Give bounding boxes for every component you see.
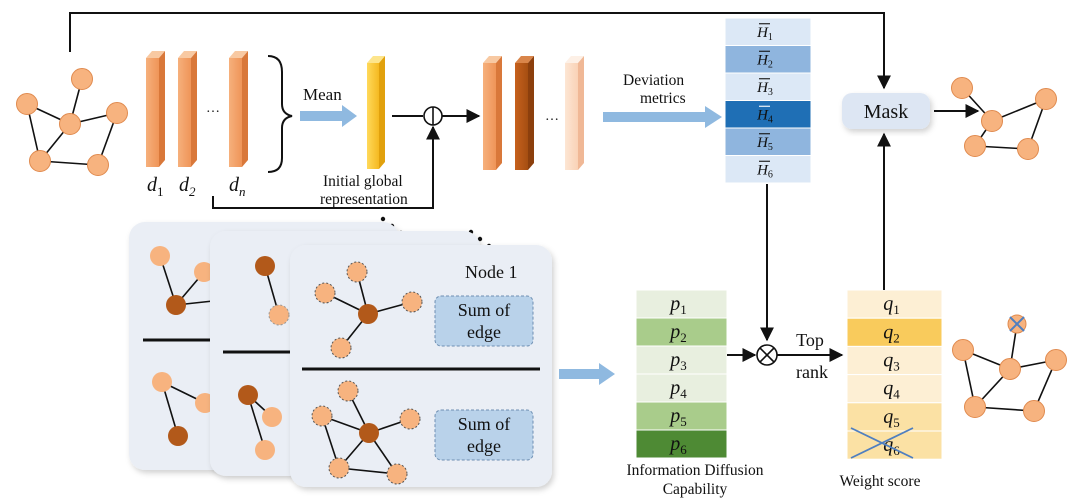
qcol-label-1: q1 bbox=[883, 293, 900, 317]
hcol-label-3: H3 bbox=[756, 80, 773, 98]
cards-to-p-arrow bbox=[559, 363, 615, 385]
label-dn: dn bbox=[229, 174, 246, 199]
sum-of-edge-box-2 bbox=[434, 409, 534, 461]
qcol-cell-2 bbox=[846, 317, 943, 347]
info-diffusion-label-2: Capability bbox=[663, 481, 728, 498]
q-column: q1q2q3q4q5q6 bbox=[846, 289, 943, 460]
top-label: Top bbox=[796, 330, 824, 350]
hcol-label-5: H5 bbox=[756, 135, 773, 153]
hcol-cell-3 bbox=[724, 72, 812, 101]
pcol-label-2: p2 bbox=[668, 321, 687, 345]
qcol-cell-6 bbox=[846, 430, 943, 460]
global-representation-bar bbox=[367, 56, 385, 169]
product-operator bbox=[756, 344, 778, 366]
pcol-label-1: p1 bbox=[668, 293, 687, 317]
qcol-cell-4 bbox=[846, 374, 943, 404]
pcol-cell-4 bbox=[635, 373, 728, 403]
bar-d1 bbox=[146, 51, 165, 167]
mean-label: Mean bbox=[303, 85, 342, 104]
output-graph bbox=[951, 77, 1057, 160]
hcol-cell-6 bbox=[724, 155, 812, 184]
rank-label: rank bbox=[796, 362, 828, 382]
qcol-cell-3 bbox=[846, 345, 943, 376]
edge-label-1: edge bbox=[467, 322, 501, 342]
hcol-label-4: H4 bbox=[756, 107, 773, 125]
hcol-cell-1 bbox=[724, 17, 812, 46]
node1-neighborhood-graph bbox=[311, 380, 421, 485]
pcol-label-6: p6 bbox=[668, 433, 687, 457]
deviation-label-1: Deviation bbox=[623, 72, 684, 89]
skip-connection-line bbox=[69, 12, 891, 90]
weight-score-label: Weight score bbox=[840, 473, 921, 490]
sum-of-label-2: Sum of bbox=[458, 414, 511, 434]
initial-global-label-1: Initial global bbox=[323, 173, 403, 190]
sum-of-label-1: Sum of bbox=[458, 300, 511, 320]
label-d1: d1 bbox=[147, 174, 164, 199]
residual-line bbox=[212, 125, 440, 209]
bars-ellipsis: … bbox=[206, 101, 220, 116]
hcol-label-2: H2 bbox=[756, 52, 773, 70]
hcol-cell-4 bbox=[724, 100, 812, 129]
qcol-label-4: q4 bbox=[883, 378, 900, 402]
hcol-cell-2 bbox=[724, 45, 812, 74]
initial-global-label-2: representation bbox=[320, 191, 408, 208]
mean-arrow bbox=[300, 105, 357, 127]
edge-label-2: edge bbox=[467, 436, 501, 456]
label-d2: d2 bbox=[179, 174, 196, 199]
enhanced-bars: … bbox=[483, 56, 584, 170]
qcol-label-5: q5 bbox=[883, 406, 900, 430]
pcol-label-5: p5 bbox=[668, 405, 687, 429]
deviation-arrow bbox=[603, 106, 722, 128]
concat-operator bbox=[423, 106, 443, 126]
q6-removed-cross bbox=[850, 427, 914, 459]
qcol-label-2: q2 bbox=[883, 321, 900, 345]
pcol-cell-6 bbox=[635, 429, 728, 459]
bar-dn bbox=[229, 51, 248, 167]
node1-label: Node 1 bbox=[465, 262, 518, 282]
pruned-graph bbox=[952, 314, 1067, 422]
hcol-label-6: H6 bbox=[756, 162, 773, 180]
deviation-label-2: metrics bbox=[640, 90, 686, 107]
pcol-label-3: p3 bbox=[668, 349, 687, 373]
mask-box bbox=[842, 93, 930, 129]
pcol-cell-1 bbox=[635, 289, 728, 319]
pcol-cell-2 bbox=[635, 317, 728, 347]
pcol-label-4: p4 bbox=[668, 377, 687, 401]
mask-label: Mask bbox=[864, 101, 908, 123]
bar-d2 bbox=[178, 51, 197, 167]
svg-text:…: … bbox=[545, 109, 559, 124]
node1-star-graph bbox=[314, 261, 423, 359]
input-graph bbox=[16, 68, 128, 176]
dimension-bars: … d1 d2 dn bbox=[146, 51, 293, 199]
p-column: p1 p2 p3 p4 p5 p6 bbox=[635, 289, 728, 459]
hcol-label-1: H1 bbox=[756, 25, 773, 43]
sum-of-edge-box-1 bbox=[434, 295, 534, 347]
info-diffusion-label-1: Information Diffusion bbox=[626, 462, 763, 479]
closing-brace bbox=[267, 55, 293, 173]
qcol-label-3: q3 bbox=[883, 350, 900, 374]
pcol-cell-5 bbox=[635, 401, 728, 431]
